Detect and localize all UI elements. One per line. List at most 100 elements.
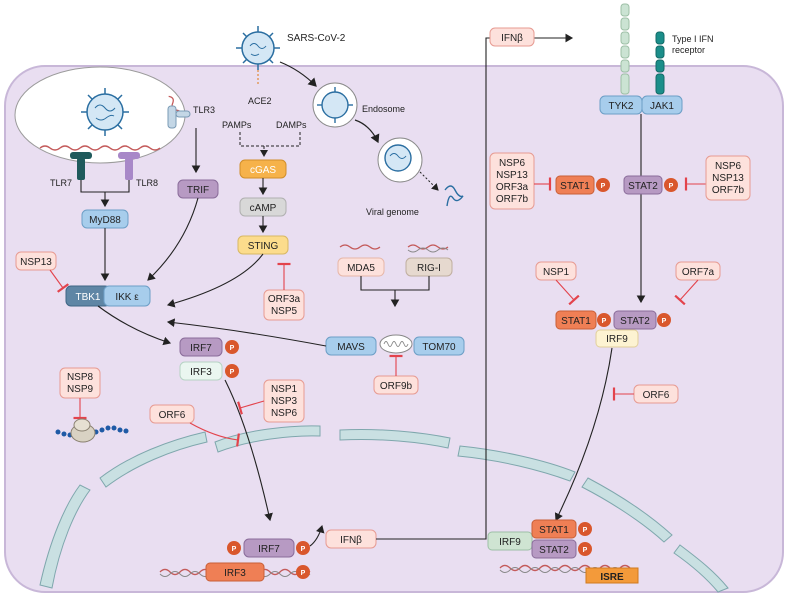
nuc-irf3-phospho-icon xyxy=(296,565,310,579)
inhibitor-nsp13-box xyxy=(15,251,57,271)
nuc-stat2-phospho-label: P xyxy=(583,547,588,554)
nuc-stat1-phospho-label: P xyxy=(583,527,588,534)
rigi-label: RIG-I xyxy=(417,263,441,274)
tlr3-receptor xyxy=(167,105,191,129)
damps-label: DAMPs xyxy=(276,120,307,130)
ifnb-secreted-label: IFNβ xyxy=(501,33,523,44)
viral-genome-icon xyxy=(444,185,464,207)
tyk2-label: TYK2 xyxy=(608,101,633,112)
myd88-label: MyD88 xyxy=(89,215,121,226)
inhibitor-orf6-left-box xyxy=(149,404,195,424)
mitochondrion-icon xyxy=(379,334,413,354)
ribosome-icon xyxy=(55,418,129,443)
nuc-stat2-phospho-icon xyxy=(578,542,592,556)
ikke-label: IKK ε xyxy=(115,292,139,303)
nuc-irf7-phospho-right-label: P xyxy=(301,546,306,553)
ifn-receptor-chain-2 xyxy=(655,31,665,95)
irf7-phospho-label: P xyxy=(230,345,235,352)
stat2-phospho-icon xyxy=(664,178,678,192)
nuc-irf7-phospho-left-label: P xyxy=(232,546,237,553)
complex-stat2-box xyxy=(613,310,657,330)
nuc-ifnb-label: IFNβ xyxy=(340,535,362,546)
irf7-phospho-icon xyxy=(225,340,239,354)
complex-stat1-box xyxy=(555,310,597,330)
inhibitor-stat2-nsp13-label: NSP13 xyxy=(712,173,744,184)
nuc-irf7-phospho-icon xyxy=(227,541,241,555)
nuc-irf3-phospho-label: P xyxy=(301,570,306,577)
tlr7-label: TLR7 xyxy=(50,178,72,188)
receptor-label-line2: receptor xyxy=(672,45,705,55)
sars-cov-2-virion xyxy=(236,26,280,70)
inhibitor-orf9b-label: ORF9b xyxy=(380,381,413,392)
sting-label: STING xyxy=(248,241,279,252)
complex-stat2-label: STAT2 xyxy=(620,316,650,327)
inhibitor-stat1-nsp6-label: NSP6 xyxy=(499,158,526,169)
inhibitor-nsp3-label: NSP3 xyxy=(271,396,298,407)
stat1-phospho-label: P xyxy=(601,183,606,190)
irf3-box xyxy=(179,361,223,381)
stat1-phospho-icon xyxy=(596,178,610,192)
trif-label: TRIF xyxy=(187,185,209,196)
isre-label: ISRE xyxy=(600,572,624,583)
complex-stat1-label: STAT1 xyxy=(561,316,591,327)
inhibitor-stat1-orf7b-label: ORF7b xyxy=(496,194,529,205)
virus-label: SARS-CoV-2 xyxy=(287,33,346,44)
inhibitor-stat1-nsp13-label: NSP13 xyxy=(496,170,528,181)
jak1-label: JAK1 xyxy=(650,101,674,112)
ace2-label: ACE2 xyxy=(248,96,272,106)
inhibitor-stat1-orf3a-label: ORF3a xyxy=(496,182,529,193)
stat1-label: STAT1 xyxy=(560,181,590,192)
endosome-release xyxy=(377,137,423,183)
inhibitor-nsp1-label: NSP1 xyxy=(271,384,298,395)
complex-irf9-box xyxy=(595,329,639,348)
ikke-box xyxy=(103,285,151,307)
virus-particle-endolysosome xyxy=(81,88,129,136)
inhibitor-nsp5-label: NSP5 xyxy=(271,306,298,317)
complex-stat2-phospho-label: P xyxy=(662,318,667,325)
complex-irf9-label: IRF9 xyxy=(606,334,628,345)
complex-stat1-phospho-label: P xyxy=(602,318,607,325)
stat1-box xyxy=(555,175,595,195)
tlr8-label: TLR8 xyxy=(136,178,158,188)
tlr8-receptor xyxy=(118,152,140,180)
nuc-irf3-label: IRF3 xyxy=(224,568,246,579)
inhibitor-orf6-right-label: ORF6 xyxy=(643,390,670,401)
inhibitor-nsp9-label: NSP9 xyxy=(67,384,94,395)
nuc-stat2-box xyxy=(531,539,577,559)
nuc-stat2-label: STAT2 xyxy=(539,545,569,556)
jak1-box xyxy=(641,95,683,115)
tom70-box xyxy=(413,336,465,356)
isre-box xyxy=(585,567,639,584)
inhibitor-stat2-nsp6-label: NSP6 xyxy=(715,161,742,172)
nuc-irf9-box xyxy=(487,531,533,551)
inhibitor-nsp6-label: NSP6 xyxy=(271,408,298,419)
irf3-phospho-icon xyxy=(225,364,239,378)
stat2-phospho-label: P xyxy=(669,183,674,190)
mavs-label: MAVS xyxy=(337,342,365,353)
nuc-irf7-label: IRF7 xyxy=(258,544,280,555)
nuc-stat1-label: STAT1 xyxy=(539,525,569,536)
dna-right xyxy=(499,564,631,572)
inhibitor-stat2-orf7b-label: ORF7b xyxy=(712,185,745,196)
nuc-stat1-box xyxy=(531,519,577,539)
endosome-label: Endosome xyxy=(362,104,405,114)
receptor-label-line1: Type I IFN xyxy=(672,34,714,44)
inhibitor-orf6-left-label: ORF6 xyxy=(159,410,186,421)
endosome xyxy=(312,82,358,128)
tbk1-label: TBK1 xyxy=(75,292,100,303)
ifnb-secreted-box xyxy=(489,27,535,47)
mda5-label: MDA5 xyxy=(347,263,375,274)
inhibitor-nsp8-label: NSP8 xyxy=(67,372,94,383)
irf7-label: IRF7 xyxy=(190,343,212,354)
tlr7-receptor xyxy=(70,152,92,180)
irf7-box xyxy=(179,337,223,357)
complex-stat2-phospho-icon xyxy=(657,313,671,327)
inhibitor-nsp1-right-label: NSP1 xyxy=(543,267,570,278)
nuc-irf9-label: IRF9 xyxy=(499,537,521,548)
viral-genome-label: Viral genome xyxy=(366,207,419,217)
irf3-phospho-label: P xyxy=(230,369,235,376)
inhibitor-stat2-box xyxy=(705,155,751,201)
inhibitor-stat1-box xyxy=(489,152,535,210)
nuc-irf7-phospho-right-icon xyxy=(296,541,310,555)
